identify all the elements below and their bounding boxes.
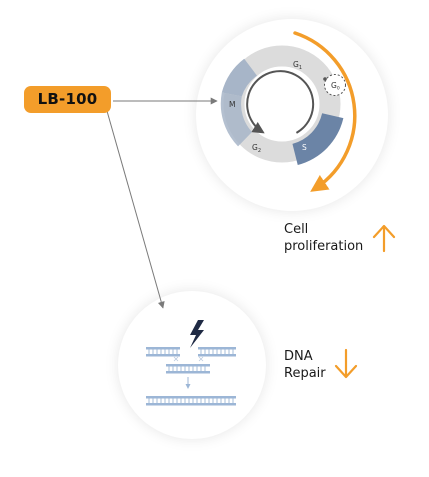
dna-repair-illustration [146,320,236,406]
drug-label-lb100: LB-100 [24,86,111,113]
dna-repair-label: DNA Repair [284,348,326,382]
cell-cycle-diagram: G1 S G2 M G0 [220,45,346,165]
cell-proliferation-line1: Cell [284,222,309,237]
cell-proliferation-label: Cell proliferation [284,221,363,255]
phase-label-g0: G0 [331,81,340,92]
cycle-direction-arrow [246,70,315,134]
phase-s-segment [292,113,344,165]
phase-m-segment [221,58,257,97]
proliferation-cycle-arc [293,31,357,192]
phase-label-s: S [302,143,307,152]
dna-repair-line2: Repair [284,366,326,381]
g0-loop-arrowhead [323,77,327,81]
phase-label-m: M [229,100,235,109]
g0-loop [324,74,346,96]
phase-label-g2: G2 [252,143,261,154]
connector-to-dna-repair [106,110,165,309]
arrow-down-icon [334,348,358,379]
dna-strand-repaired [146,396,236,406]
cell-proliferation-line2: proliferation [284,239,364,254]
phase-m-segment-lower [220,92,252,147]
dna-repair-line1: DNA [284,349,313,364]
phase-label-g1: G1 [293,60,302,71]
dna-strand-joined [166,356,210,374]
dna-strand-broken-right [198,347,236,357]
lightning-bolt-icon [190,320,204,348]
dna-strand-broken-left [146,347,180,357]
arrow-up-icon [372,224,396,253]
